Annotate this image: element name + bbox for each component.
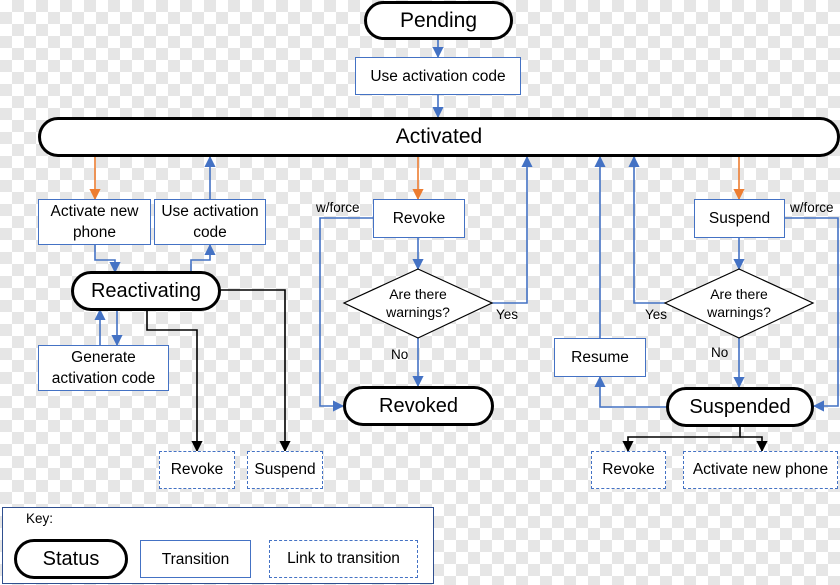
status-reactivating-label: Reactivating [90,279,202,302]
transition-use-activation-code-left: Use activation code [154,199,266,245]
transition-activate-new-phone: Activate new phone [38,199,151,245]
arrow-revoke-force [319,217,373,412]
transition-generate-activation-code-label: Generate activation code [51,349,156,387]
transition-use-activation-code-top-label: Use activation code [370,67,506,85]
transition-activate-new-phone-label: Activate new phone [50,203,139,241]
suspend-decision-diamond [663,268,815,339]
decision-suspend-warnings: Are there warnings? [691,284,787,322]
arrow-suspended-to-resume [594,375,666,408]
link-revoke-right: Revoke [591,451,666,489]
transition-revoke: Revoke [373,199,465,238]
legend-transition-sample: Transition [140,540,251,578]
link-activate-new-phone-right: Activate new phone [683,451,838,489]
transition-suspend: Suspend [694,199,785,238]
legend-title: Key: [26,511,54,526]
link-activate-new-phone-right-label: Activate new phone [692,461,829,478]
arrow-suspend-force [785,217,839,412]
arrow-reactivating-to-use-code-left [190,243,216,272]
status-suspended: Suspended [666,387,814,427]
arrow-suspend-decision-yes [628,155,665,304]
legend-link-sample: Link to transition [269,540,418,578]
edge-label-revoke-force: w/force [316,200,360,215]
revoke-decision-diamond [342,268,494,339]
status-activated: Activated [38,117,840,157]
link-revoke-left-label: Revoke [170,461,224,478]
status-pending: Pending [364,1,513,40]
link-revoke-left: Revoke [159,451,235,489]
legend-transition-label: Transition [161,550,230,568]
legend-link-label: Link to transition [287,550,400,567]
status-reactivating: Reactivating [71,271,221,311]
transition-generate-activation-code: Generate activation code [38,345,169,391]
arrow-activate-phone-to-reactivating [94,244,121,274]
transition-suspend-label: Suspend [708,210,771,227]
status-pending-label: Pending [399,8,478,32]
legend-status-sample: Status [14,539,128,579]
legend-status-label: Status [42,547,100,570]
arrow-suspended-to-links [622,425,741,453]
edge-label-suspend-yes: Yes [645,307,668,322]
edge-label-suspend-force: w/force [790,200,834,215]
transition-use-activation-code-left-label: Use activation code [161,203,259,241]
edge-label-revoke-yes: Yes [496,307,519,322]
decision-revoke-warnings-label: Are there warnings? [386,286,450,320]
edge-label-suspend-no: No [711,345,729,360]
link-suspend-left: Suspend [247,451,323,489]
arrow-reactivating-to-revoke-link [146,310,203,453]
transition-resume-label: Resume [571,349,629,366]
arrow-suspended-to-activate-link [740,436,768,453]
status-activated-label: Activated [395,125,483,148]
transition-use-activation-code-top: Use activation code [355,57,521,95]
arrow-revoke-decision-yes [492,155,533,304]
edge-label-revoke-no: No [391,347,409,362]
link-suspend-left-label: Suspend [254,461,316,478]
link-revoke-right-label: Revoke [602,461,655,478]
decision-revoke-warnings: Are there warnings? [370,284,466,322]
transition-revoke-label: Revoke [392,210,446,227]
transition-resume: Resume [554,338,646,377]
status-revoked-label: Revoked [379,394,458,417]
status-revoked: Revoked [343,386,494,426]
status-suspended-label: Suspended [689,395,791,418]
arrow-reactivating-to-suspend-link [220,289,291,453]
decision-suspend-warnings-label: Are there warnings? [707,286,771,320]
